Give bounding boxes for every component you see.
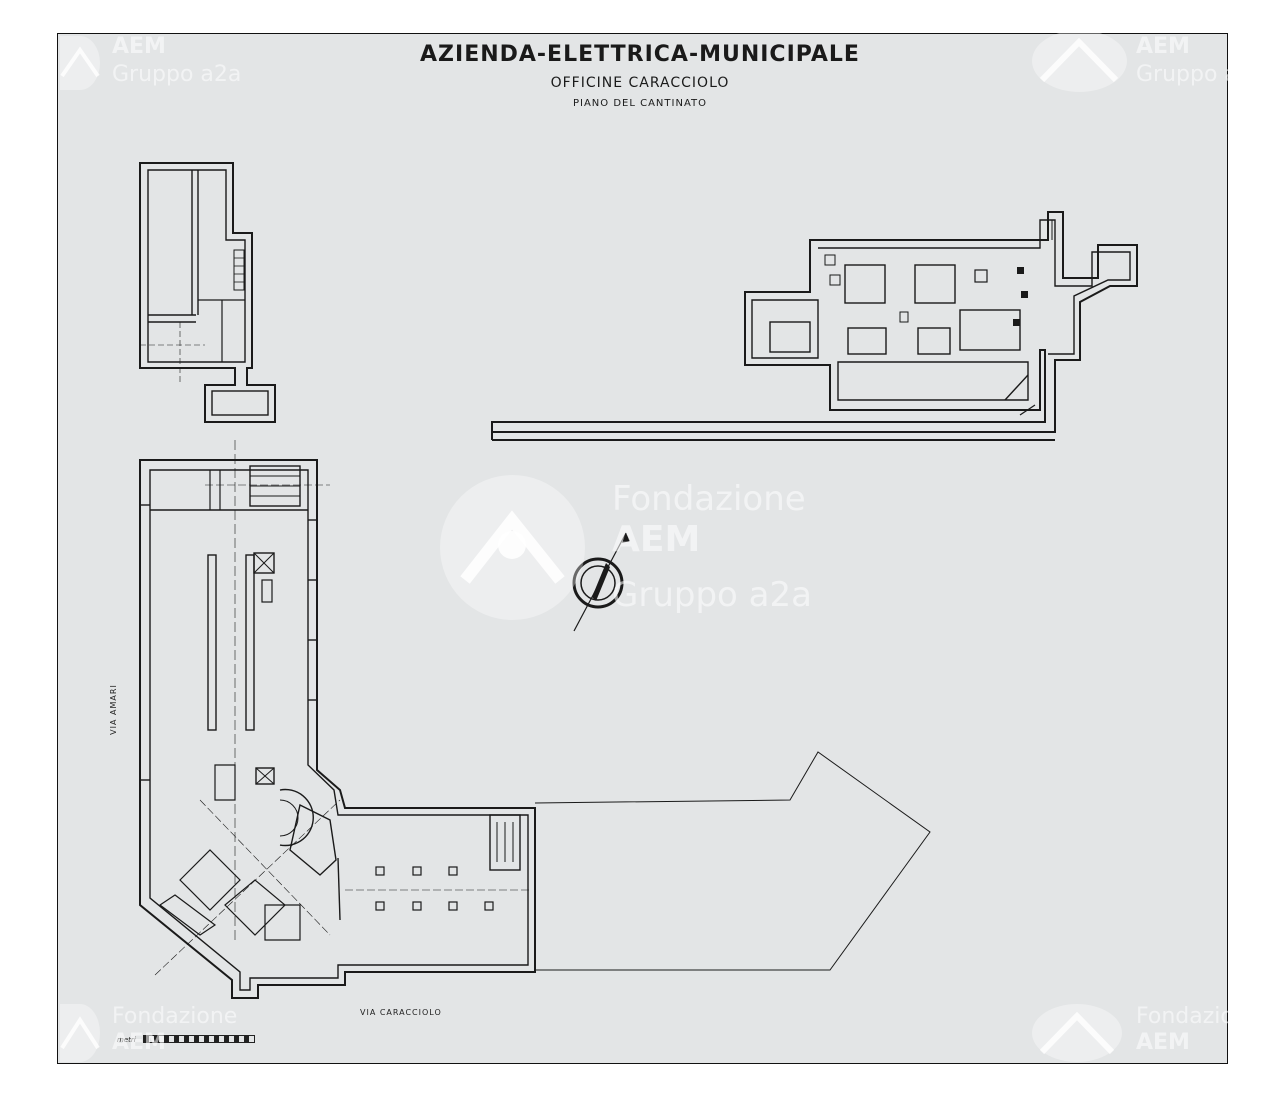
watermark-foundation: Fondazione	[112, 1004, 238, 1029]
north-annex-plan	[139, 162, 276, 423]
watermark-brand: AEM	[1136, 1030, 1190, 1055]
scale-label: metri	[117, 1036, 136, 1044]
watermark-foundation: Fondazione	[612, 479, 806, 519]
scale-bar	[143, 1035, 255, 1043]
watermark-foundation: Fondazione	[1136, 1004, 1262, 1029]
watermark-brand: AEM	[112, 1030, 166, 1055]
fondazione-aem-logo	[440, 475, 585, 620]
blueprint-sheet	[57, 33, 1228, 1064]
main-building-plan	[139, 440, 536, 999]
drawing-plan-name: PIANO DEL CANTINATO	[572, 98, 707, 109]
east-wing-plan	[491, 211, 1138, 441]
fondazione-aem-logo	[1032, 30, 1127, 92]
watermark-brand: AEM	[1136, 34, 1190, 59]
watermark-group: Gruppo a2a	[1136, 62, 1266, 87]
watermark-brand: AEM	[612, 519, 701, 560]
watermark-group: Gruppo a2a	[612, 575, 812, 615]
watermark-brand: AEM	[112, 34, 166, 59]
street-label-via-amari: VIA AMARI	[108, 684, 118, 735]
fondazione-aem-logo	[60, 1004, 100, 1062]
adjacent-plot-outline	[534, 751, 931, 971]
drawing-subtitle: OFFICINE CARACCIOLO	[550, 75, 730, 91]
compass-rose-icon	[572, 532, 630, 632]
watermark-group: Gruppo a2a	[112, 62, 242, 87]
fondazione-aem-logo	[60, 36, 100, 90]
street-label-via-caracciolo: VIA CARACCIOLO	[360, 1008, 442, 1017]
drawing-title: AZIENDA-ELETTRICA-MUNICIPALE	[420, 42, 860, 67]
fondazione-aem-logo	[1032, 1004, 1122, 1062]
